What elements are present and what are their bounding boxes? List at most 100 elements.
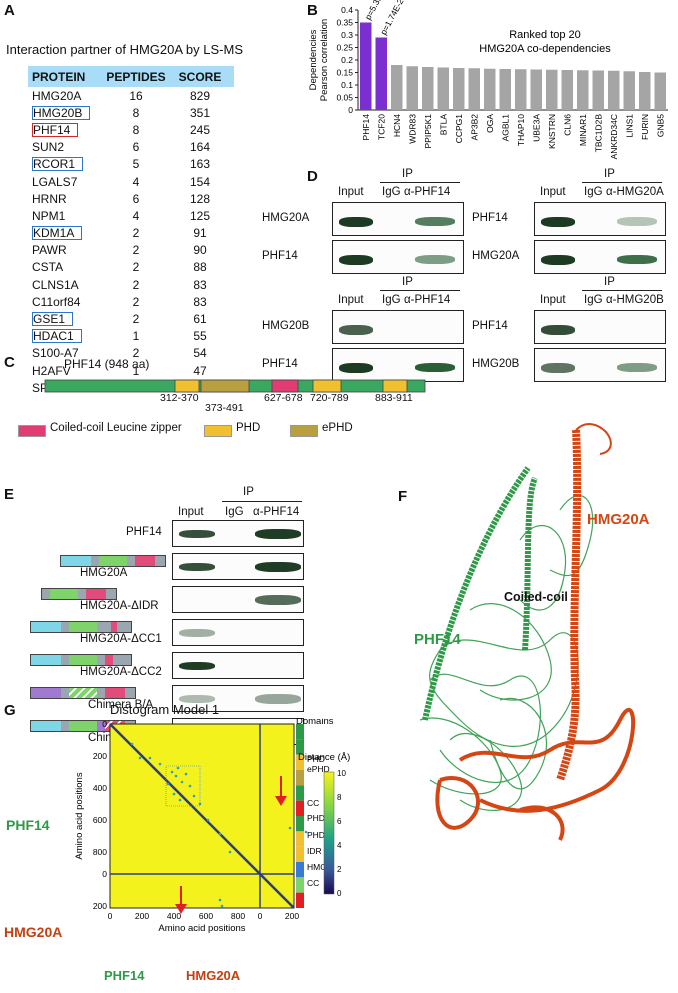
western-blot: [332, 310, 464, 344]
gel-band: [179, 695, 215, 703]
contact-point: [192, 794, 196, 798]
category-label: CLN6: [562, 114, 572, 136]
bar-tcf20: [375, 37, 387, 110]
domain-strip-segment: [296, 724, 304, 740]
contact-point: [148, 756, 152, 760]
highlight-box: KDM1A: [32, 226, 83, 241]
range-3: 627-678: [264, 392, 303, 404]
y-tick-label: 0: [102, 869, 107, 879]
table-header: PROTEIN PEPTIDES SCORE: [28, 66, 234, 87]
gel-band: [255, 529, 301, 539]
western-blot: [332, 202, 464, 236]
score-cell: 90: [193, 243, 207, 258]
gel-band: [617, 363, 657, 372]
gel-band: [255, 694, 301, 704]
legend-swatch-ephd: [290, 425, 318, 437]
f-hmg20a-label: HMG20A: [587, 511, 650, 528]
gel-band: [179, 530, 215, 538]
panel-a-title: Interaction partner of HMG20A by LS-MS: [6, 42, 243, 57]
gel-band: [415, 217, 455, 226]
x-tick-label: 0: [108, 911, 113, 921]
d-input: Input: [540, 294, 566, 306]
bar-gnb5: [654, 72, 666, 110]
peptides-cell: 6: [132, 191, 140, 206]
peptides-cell: 2: [132, 260, 140, 275]
red-arrowhead: [175, 904, 187, 914]
d-antibody: α-PHF14: [404, 294, 451, 306]
bar-oga: [484, 68, 496, 110]
d-igg: IgG: [382, 294, 401, 306]
category-label: PPIP5K1: [423, 114, 433, 149]
bar-hcn4: [391, 65, 403, 110]
y-tick-label: 0.25: [336, 43, 353, 53]
y-tick-label: 800: [93, 847, 107, 857]
y-tick-label: 0.35: [336, 18, 353, 28]
contact-point: [174, 774, 178, 778]
d-antibody: α-HMG20B: [606, 294, 664, 306]
d-igg: IgG: [584, 186, 603, 198]
f-coiled-coil-label: Coiled-coil: [504, 590, 568, 604]
contact-point: [170, 770, 174, 774]
protein-cell: NPM1: [32, 208, 66, 223]
d-ip-line: [380, 182, 460, 183]
protein-cell: KDM1A: [28, 226, 106, 241]
y-tick-label: 0: [348, 105, 353, 115]
protein-cell: H2AFV: [32, 363, 71, 378]
hmg20a-coiled-coil: [556, 429, 582, 782]
gel-band: [339, 325, 373, 335]
domain-label: CC: [307, 798, 319, 808]
western-blot: [534, 240, 666, 274]
contact-point: [218, 832, 222, 836]
contact-point: [288, 826, 292, 830]
g-x-axis-label: Amino acid positions: [158, 923, 245, 934]
panel-label-e: E: [4, 486, 15, 503]
phf14-long-helix: [422, 466, 531, 721]
category-label: THAP10: [516, 114, 526, 146]
e-igg: IgG: [225, 506, 244, 518]
peptides-cell: 2: [132, 243, 140, 258]
gel-band: [255, 562, 301, 572]
domain-label: PHD: [307, 754, 325, 764]
y-tick-label: 0.1: [341, 80, 353, 90]
score-cell: 128: [189, 191, 211, 206]
phf14-domain-title: PHF14 (948 aa): [64, 357, 150, 371]
panel-label-d: D: [307, 168, 318, 185]
western-blot: [332, 240, 464, 274]
gel-band: [617, 255, 657, 264]
g-title: Distogram Model 1: [110, 702, 220, 717]
contact-point: [220, 904, 224, 908]
category-label: FURIN: [640, 114, 650, 140]
contact-cluster: [165, 765, 201, 807]
panel-label-g: G: [4, 702, 16, 719]
category-label: KNSTRN: [547, 114, 557, 149]
e-ip-label: IP: [243, 486, 254, 498]
domain-phd-3: [382, 379, 408, 393]
bar-ccpg1: [453, 68, 465, 110]
y-tick-label: 600: [93, 815, 107, 825]
category-label: CCPG1: [454, 114, 464, 144]
score-cell: 91: [193, 226, 207, 241]
protein-cell: LGALS7: [32, 174, 78, 189]
domain-strip-segment: [296, 892, 304, 908]
peptides-cell: 4: [132, 174, 140, 189]
y-tick-label: 0.4: [341, 5, 353, 15]
domain-strip-segment: [296, 754, 304, 770]
peptides-cell: 8: [132, 105, 140, 120]
construct-diagram: [41, 588, 117, 600]
d-ip-line: [380, 290, 460, 291]
contact-point: [176, 766, 180, 770]
colorbar-tick: 2: [337, 865, 342, 874]
contact-point: [304, 830, 308, 834]
bar-btla: [437, 67, 449, 110]
diagonal: [109, 723, 295, 909]
bar-ankrd34c: [608, 70, 620, 110]
range-1: 312-370: [160, 392, 199, 404]
x-tick-label: 800: [231, 911, 245, 921]
